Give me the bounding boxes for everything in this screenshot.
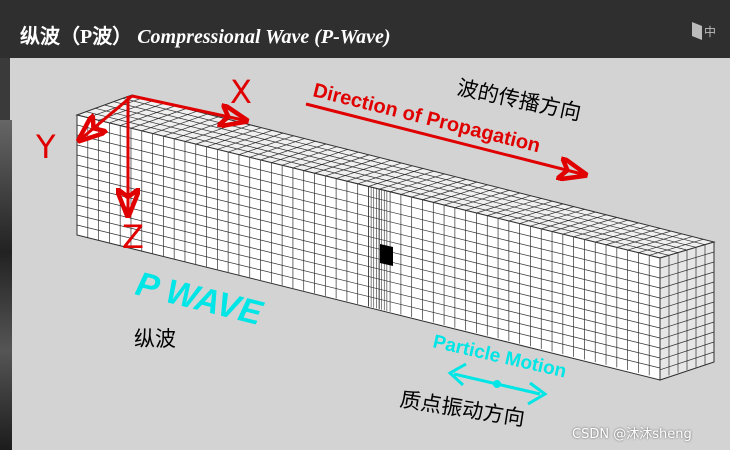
particle-motion-label-zh: 质点振动方向: [398, 387, 526, 430]
z-axis-label: Z: [122, 218, 144, 256]
particle-dot: [493, 380, 501, 388]
grid-line: [76, 154, 661, 299]
grid-line: [76, 174, 661, 319]
watermark: CSDN @沐沐sheng: [572, 427, 692, 442]
x-axis-label: X: [230, 73, 252, 111]
direction-label-zh: 波的传播方向: [455, 75, 583, 125]
grid-line: [95, 107, 679, 254]
axes: X Y Z: [35, 73, 252, 256]
grid-line: [104, 104, 688, 251]
grid-line: [76, 124, 661, 269]
slide-title: 纵波（P波） Compressional Wave (P-Wave): [20, 20, 391, 49]
y-axis-label: Y: [35, 128, 56, 166]
decorative-strip: [0, 120, 12, 450]
title-bar: 纵波（P波） Compressional Wave (P-Wave) 中: [0, 0, 730, 58]
grid-line: [76, 194, 661, 339]
propagation-arrow: [305, 102, 582, 174]
x-axis: [131, 94, 243, 120]
grid-line: [76, 204, 661, 349]
grid-line: [76, 224, 661, 369]
grid-line: [76, 164, 661, 309]
grid-line: [113, 101, 697, 248]
p-wave-annotation: P WAVE 纵波: [132, 265, 267, 351]
grid-line: [76, 134, 661, 279]
block-grid: [76, 97, 715, 376]
p-wave-label-zh: 纵波: [134, 327, 176, 351]
grid-line: [76, 144, 661, 289]
grid-line: [76, 214, 661, 359]
particle-arrow-left-head: [447, 362, 467, 387]
title-en: Compressional Wave (P-Wave): [137, 26, 391, 48]
logo-icon: 中: [692, 22, 716, 40]
particle-arrow-right-head: [527, 381, 548, 406]
grid-line: [76, 184, 661, 329]
particle-marker: [380, 244, 393, 266]
grid-line: [86, 111, 670, 256]
title-zh: 纵波（P波）: [20, 26, 133, 48]
y-axis: [82, 94, 133, 138]
corner-text: 中: [704, 24, 716, 39]
